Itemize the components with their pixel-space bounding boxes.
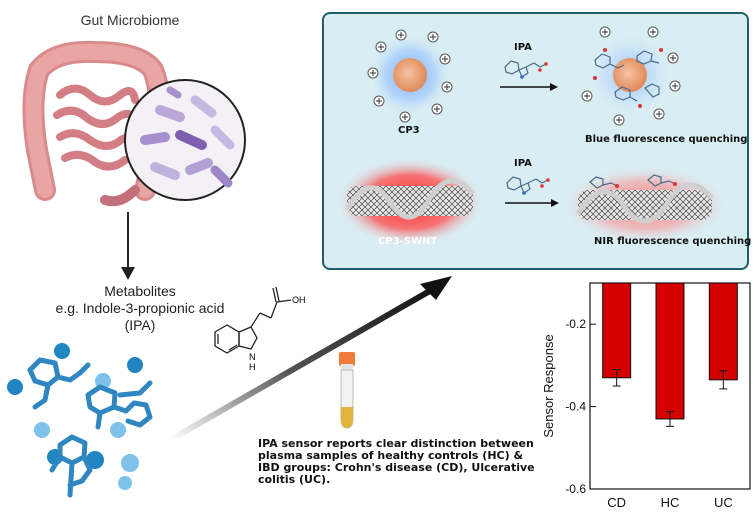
ipa-label-bottom: IPA [514, 158, 532, 169]
bar-cd [602, 282, 632, 379]
nir-quenching-label: NIR fluorescence quenching [594, 236, 752, 247]
nh-h-label: H [249, 362, 256, 372]
y-tick-label: -0.2 [565, 317, 586, 331]
x-tick-label-uc: UC [714, 495, 733, 510]
metabolites-line-1: Metabolites [104, 283, 176, 299]
metabolites-line-2: e.g. Indole-3-propionic acid [55, 300, 225, 316]
quenched-cp3-icon [581, 26, 681, 126]
y-tick-label: -0.6 [565, 482, 586, 496]
bar-uc [708, 282, 738, 381]
reaction-arrow-top [500, 83, 558, 91]
oh-label: OH [292, 295, 306, 305]
nh-n-label: N [249, 352, 256, 362]
bacteria-magnifier [124, 79, 246, 201]
bar-hc [655, 282, 685, 420]
ipa-molecule-icon-bottom [506, 176, 550, 195]
quenched-swnt-icon [560, 165, 730, 245]
sensor-response-chart: Sensor Response -0.2 -0.4 -0.6CD HC UC [541, 282, 751, 510]
reaction-arrow-bottom [505, 199, 559, 207]
gut-microbiome-title: Gut Microbiome [80, 12, 180, 28]
y-axis-label: Sensor Response [541, 334, 556, 437]
blue-quenching-label: Blue fluorescence quenching [585, 134, 748, 145]
metabolite-molecules [7, 343, 153, 498]
caption-text: IPA sensor reports clear distinction bet… [258, 437, 535, 486]
metabolites-line-3: (IPA) [124, 317, 156, 333]
x-tick-label-cd: CD [607, 495, 626, 510]
cp3-swnt-icon [335, 157, 485, 247]
y-tick-label: -0.4 [565, 400, 586, 414]
metabolites-label: Metabolites e.g. Indole-3-propionic acid… [40, 283, 240, 334]
sample-tube-icon [339, 352, 355, 429]
ipa-molecule-icon-top [504, 60, 548, 79]
down-arrow [121, 212, 135, 280]
ipa-structure-icon: OH N H [214, 286, 306, 372]
cp3-label: CP3 [398, 125, 420, 136]
ipa-label-top: IPA [514, 42, 532, 53]
cp3-particle-icon [367, 29, 453, 123]
x-tick-label-hc: HC [661, 495, 680, 510]
cp3-swnt-label: CP3-SWNT [378, 236, 438, 247]
